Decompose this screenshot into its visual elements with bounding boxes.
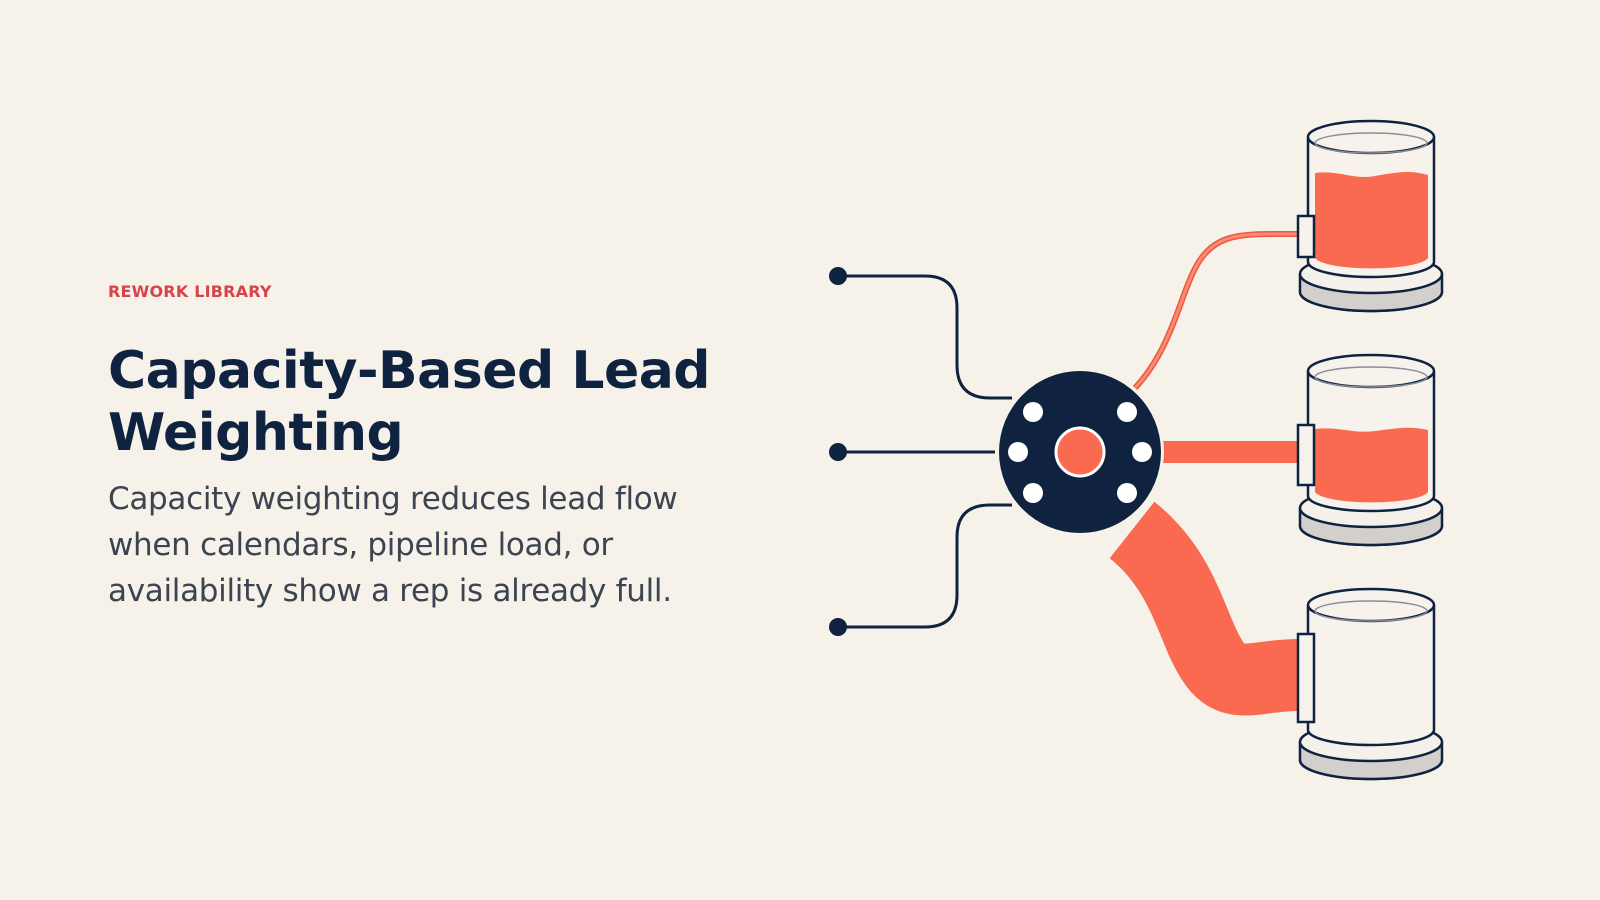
input-dots [829,267,847,636]
input-lines [838,274,1012,629]
rep-container-top-icon [1296,119,1444,313]
rep-container-middle-icon [1296,353,1444,547]
eyebrow-label: REWORK LIBRARY [108,282,272,301]
input-line-bottom [838,503,1012,629]
routing-hub-icon [996,368,1164,536]
input-dot-bottom [829,618,847,636]
input-dot-middle [829,443,847,461]
input-line-top [838,274,1012,400]
text-column: REWORK LIBRARY Capacity-Based Lead Weigh… [108,282,728,614]
flow-top-outline [1132,231,1298,391]
flow-bottom [1108,501,1300,716]
description-text: Capacity weighting reduces lead flow whe… [108,481,678,609]
output-flows [1108,231,1300,716]
page-title: Capacity-Based Lead Weighting [108,341,711,463]
input-dot-top [829,267,847,285]
flow-top [1133,232,1298,390]
rep-container-bottom-icon [1296,587,1444,781]
